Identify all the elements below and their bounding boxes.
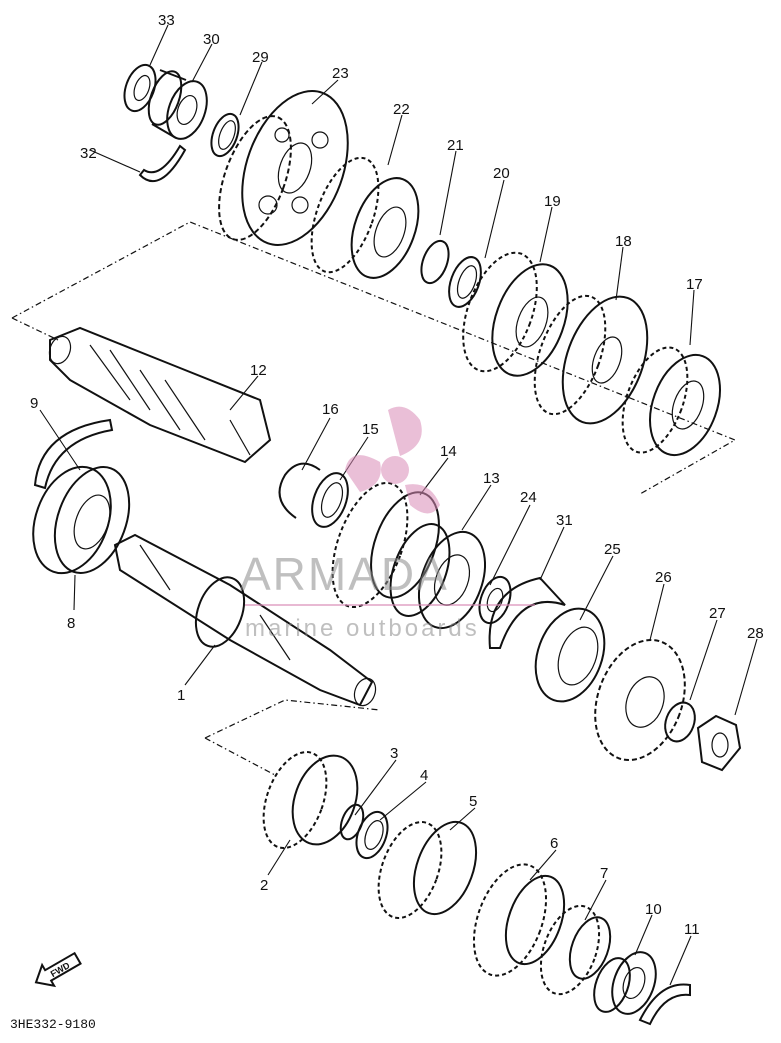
label-9: 9: [30, 395, 38, 412]
label-30: 30: [203, 31, 220, 48]
part-20-washer: [448, 256, 482, 308]
part-30-bearing: [147, 69, 208, 140]
label-20: 20: [493, 165, 510, 182]
part-24-collar: [478, 575, 512, 625]
part-21-circlip: [420, 239, 450, 285]
part-19-gear: [462, 251, 569, 377]
label-27: 27: [709, 605, 726, 622]
part-5-gear: [377, 820, 478, 919]
part-10-bearing: [593, 951, 657, 1015]
part-31-half-ring: [488, 576, 566, 649]
part-1-axle: [113, 533, 377, 707]
part-7-gear: [539, 904, 612, 996]
label-16: 16: [322, 401, 339, 418]
label-15: 15: [362, 421, 379, 438]
part-12-shaft: [48, 326, 272, 464]
label-7: 7: [600, 865, 608, 882]
part-6-gear: [472, 863, 566, 977]
lower-group-outline: [204, 699, 381, 776]
part-33-circlip: [123, 63, 157, 113]
upper-group-outline: [11, 221, 737, 495]
label-8: 8: [67, 615, 75, 632]
label-23: 23: [332, 65, 349, 82]
label-14: 14: [440, 443, 457, 460]
label-5: 5: [469, 793, 477, 810]
part-28-nut: [696, 714, 742, 772]
label-10: 10: [645, 901, 662, 918]
part-2-gear: [262, 751, 359, 849]
part-18-gear: [533, 294, 649, 425]
label-18: 18: [615, 233, 632, 250]
part-number-labels: 33 30 32 29 23 22 21 20 19 18 17 12 16 1…: [30, 12, 764, 938]
label-3: 3: [390, 745, 398, 762]
drawing-code: 3HE332-9180: [10, 1017, 96, 1032]
label-22: 22: [393, 101, 410, 118]
label-28: 28: [747, 625, 764, 642]
part-22-gear: [310, 156, 420, 279]
part-23-gear: [218, 90, 349, 246]
part-29-washer: [210, 112, 240, 158]
label-17: 17: [686, 276, 703, 293]
part-15-washer: [311, 472, 349, 528]
watermark-tagline: marine outboards: [245, 615, 480, 642]
watermark: ARMADA marine outboards: [240, 406, 535, 642]
part-9-half-ring: [33, 418, 114, 490]
part-32-half-ring: [138, 144, 187, 183]
leader-lines: [39, 24, 758, 986]
part-17-gear: [621, 346, 721, 457]
label-19: 19: [544, 193, 561, 210]
label-32: 32: [80, 145, 97, 162]
watermark-brand: ARMADA: [240, 548, 449, 600]
part-25-seal: [534, 607, 606, 703]
label-1: 1: [177, 687, 185, 704]
label-13: 13: [483, 470, 500, 487]
part-27-lock-washer: [664, 701, 696, 743]
label-33: 33: [158, 12, 175, 29]
label-11: 11: [684, 921, 700, 938]
label-21: 21: [447, 137, 464, 154]
part-11-half-ring: [638, 983, 691, 1026]
label-4: 4: [420, 767, 428, 784]
label-6: 6: [550, 835, 558, 852]
label-26: 26: [655, 569, 672, 586]
label-2: 2: [260, 877, 268, 894]
label-31: 31: [556, 512, 573, 529]
watermark-logo: [345, 406, 440, 514]
fwd-arrow: FWD: [34, 951, 82, 988]
label-29: 29: [252, 49, 269, 66]
label-12: 12: [250, 362, 267, 379]
part-4-washer: [355, 810, 389, 860]
part-26-sprocket: [594, 638, 686, 762]
label-25: 25: [604, 541, 621, 558]
part-8-bearing: [32, 465, 131, 575]
part-16-circlip: [278, 462, 321, 519]
label-24: 24: [520, 489, 537, 506]
